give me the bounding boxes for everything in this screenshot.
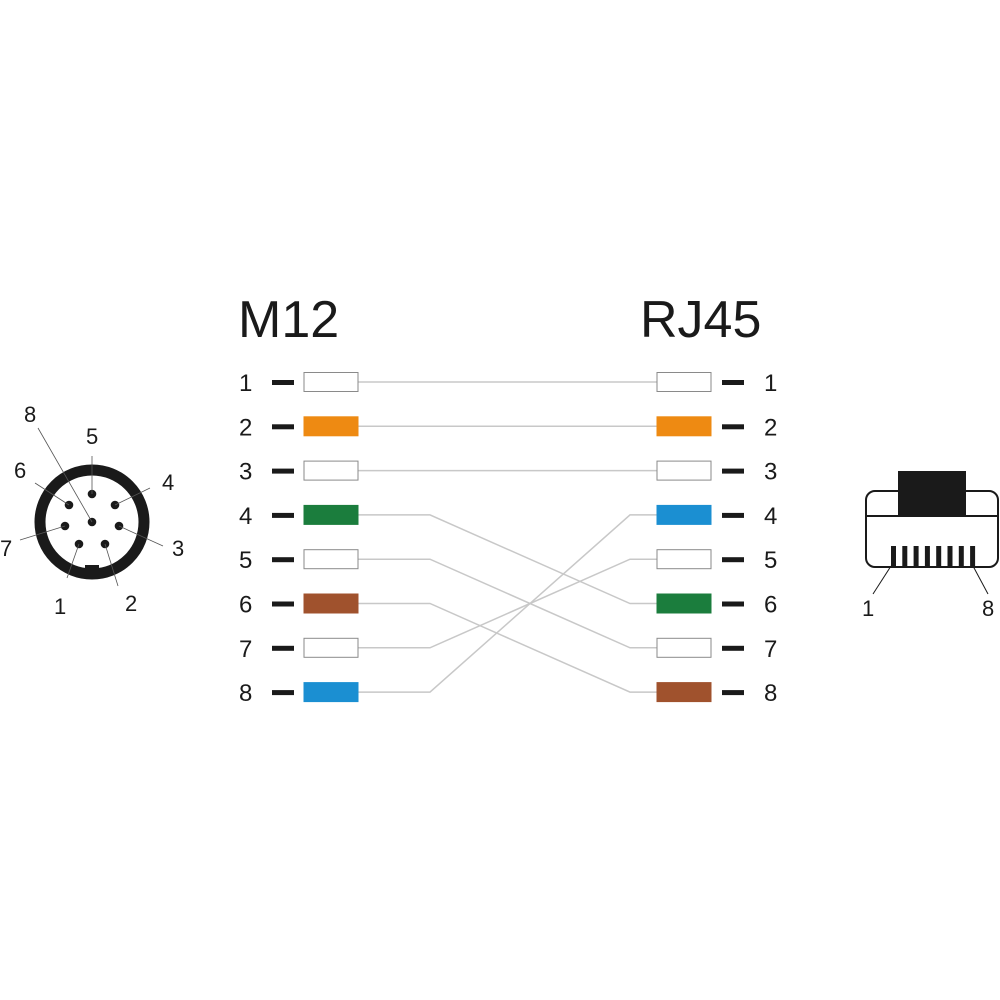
m12-face-leader: [114, 487, 151, 506]
m12-face-leader: [19, 525, 66, 541]
m12-pin-dash: [272, 690, 294, 696]
rj45-pin8-leader: [972, 565, 989, 595]
m12-pin-dash: [272, 380, 294, 385]
rj45-pin-number: 2: [764, 414, 777, 441]
m12-face-pin-label: 5: [86, 424, 98, 449]
m12-pin-dash: [272, 468, 294, 474]
wire-line: [358, 514, 657, 693]
m12-wire-color-box: [303, 682, 359, 703]
rj45-wire-color-box: [656, 593, 712, 614]
m12-face-pin-label: 6: [14, 458, 26, 483]
rj45-pin-number: 3: [764, 459, 777, 486]
rj45-latch: [898, 471, 966, 515]
rj45-pin-list: 1 2 3 4 5 6 7 8: [656, 370, 777, 707]
m12-face-leader: [34, 482, 70, 506]
rj45-pin-number: 5: [764, 547, 777, 574]
rj45-contact: [891, 546, 896, 566]
m12-wire-color-box: [303, 549, 359, 570]
m12-title: M12: [238, 291, 339, 349]
m12-face-pin-label: 3: [172, 536, 184, 561]
wire-line: [358, 602, 657, 693]
rj45-label-last: 8: [982, 596, 994, 621]
m12-face-leader: [66, 543, 80, 579]
m12-face-pin-label: 1: [54, 594, 66, 619]
rj45-plug-face: 1 8: [862, 471, 999, 621]
m12-pin-number: 2: [239, 414, 252, 441]
rj45-contact: [913, 546, 919, 566]
m12-pin-number: 5: [239, 547, 252, 574]
rj45-wire-color-box: [656, 549, 712, 570]
rj45-wire-color-box: [656, 372, 712, 392]
rj45-contacts: [891, 546, 976, 566]
rj45-pin-number: 1: [764, 370, 777, 397]
rj45-title: RJ45: [640, 291, 761, 349]
rj45-pin-number: 8: [764, 680, 777, 707]
rj45-wire-color-box: [656, 416, 712, 437]
rj45-contact: [936, 546, 942, 566]
rj45-pin-dash: [722, 424, 744, 430]
wire-connections: [358, 381, 657, 693]
rj45-pin-dash: [722, 601, 744, 607]
rj45-pin1-leader: [872, 565, 892, 595]
m12-wire-color-box: [303, 416, 359, 437]
m12-face-pin-label: 2: [125, 591, 137, 616]
rj45-contact: [947, 546, 953, 566]
m12-key-notch: [85, 565, 99, 574]
rj45-contact: [970, 546, 976, 566]
m12-face-pin-label: 7: [0, 536, 12, 561]
m12-face-leader: [37, 427, 93, 523]
m12-face-pin-label: 4: [162, 470, 174, 495]
m12-pin-number: 3: [239, 459, 252, 486]
m12-wire-color-box: [303, 637, 359, 658]
rj45-wire-color-box: [656, 682, 712, 703]
m12-pin-dash: [272, 512, 294, 518]
rj45-wire-color-box: [656, 460, 712, 481]
rj45-label-first: 1: [862, 596, 874, 621]
m12-wire-color-box: [303, 460, 359, 481]
wire-line: [358, 514, 657, 605]
m12-pin-dash: [272, 557, 294, 563]
rj45-wire-color-box: [656, 637, 712, 658]
m12-pin-dash: [272, 601, 294, 607]
rj45-pin-dash: [722, 557, 744, 563]
m12-pin-number: 1: [239, 370, 252, 397]
m12-pin-number: 8: [239, 680, 252, 707]
m12-pin-number: 7: [239, 636, 252, 663]
m12-pin-dash: [272, 645, 294, 651]
m12-pin-number: 4: [239, 503, 252, 530]
rj45-pin-dash: [722, 645, 744, 651]
rj45-pin-number: 6: [764, 592, 777, 619]
m12-face-leader: [118, 525, 164, 547]
rj45-pin-number: 7: [764, 636, 777, 663]
m12-face-pin-label: 8: [24, 402, 36, 427]
rj45-wire-color-box: [656, 504, 712, 525]
m12-face-leader: [104, 543, 119, 587]
m12-connector-face: 1 2 3 4 5 6 7 8: [0, 402, 184, 619]
rj45-contact: [902, 546, 908, 566]
rj45-pin-dash: [722, 512, 744, 518]
m12-wire-color-box: [303, 372, 359, 392]
m12-wire-color-box: [303, 504, 359, 525]
m12-wire-color-box: [303, 593, 359, 614]
rj45-contact: [958, 546, 964, 566]
rj45-pin-dash: [722, 380, 744, 385]
m12-pin-number: 6: [239, 592, 252, 619]
rj45-pin-dash: [722, 690, 744, 696]
rj45-pin-number: 4: [764, 503, 777, 530]
m12-pin-dash: [272, 424, 294, 430]
rj45-contact: [924, 546, 930, 566]
rj45-pin-dash: [722, 468, 744, 474]
m12-pin-list: 1 2 3 4 5 6 7 8: [239, 370, 359, 707]
